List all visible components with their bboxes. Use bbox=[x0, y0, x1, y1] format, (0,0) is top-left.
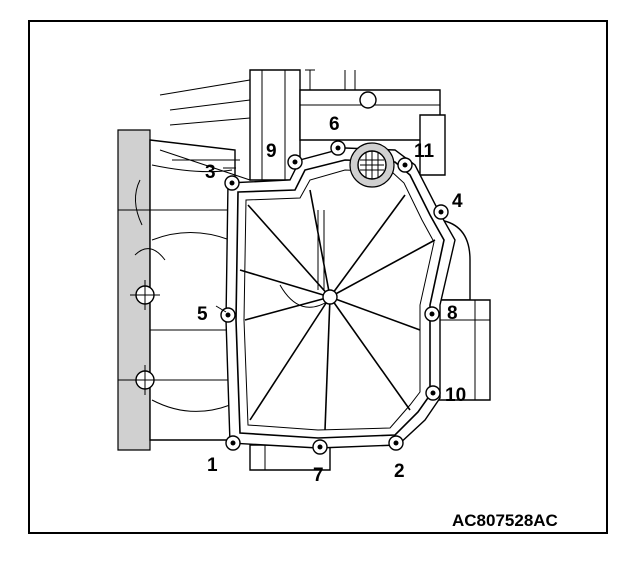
label-bolt-2: 2 bbox=[394, 461, 405, 482]
bolt-7-icon bbox=[312, 439, 328, 455]
figure-code: AC807528AC bbox=[452, 511, 558, 530]
label-bolt-11: 11 bbox=[414, 141, 435, 162]
valve-body-top bbox=[249, 69, 446, 181]
bolt-2-icon bbox=[388, 435, 404, 451]
label-bolt-8: 8 bbox=[447, 303, 458, 324]
bolt-10-icon bbox=[425, 385, 441, 401]
pan-bolts bbox=[220, 140, 449, 455]
bolt-6-icon bbox=[330, 140, 346, 156]
bolt-labels: 1 2 3 4 5 6 7 8 9 10 11 bbox=[197, 114, 466, 486]
pan-ribs bbox=[239, 189, 436, 431]
oil-pan bbox=[225, 142, 456, 449]
transmission-housing bbox=[117, 79, 251, 451]
label-bolt-9: 9 bbox=[266, 141, 277, 162]
side-cylinder bbox=[434, 219, 491, 401]
bolt-3-icon bbox=[224, 175, 240, 191]
label-bolt-4: 4 bbox=[452, 191, 463, 212]
bolt-4-icon bbox=[433, 204, 449, 220]
label-bolt-1: 1 bbox=[207, 455, 218, 476]
label-bolt-6: 6 bbox=[329, 114, 340, 135]
label-bolt-10: 10 bbox=[445, 385, 466, 406]
bolt-1-icon bbox=[225, 435, 241, 451]
bolt-9-icon bbox=[287, 154, 303, 170]
label-bolt-7: 7 bbox=[313, 465, 324, 486]
label-bolt-3: 3 bbox=[205, 162, 216, 183]
bolt-11-icon bbox=[397, 157, 413, 173]
label-bolt-5: 5 bbox=[197, 304, 208, 325]
bolt-8-icon bbox=[424, 306, 440, 322]
